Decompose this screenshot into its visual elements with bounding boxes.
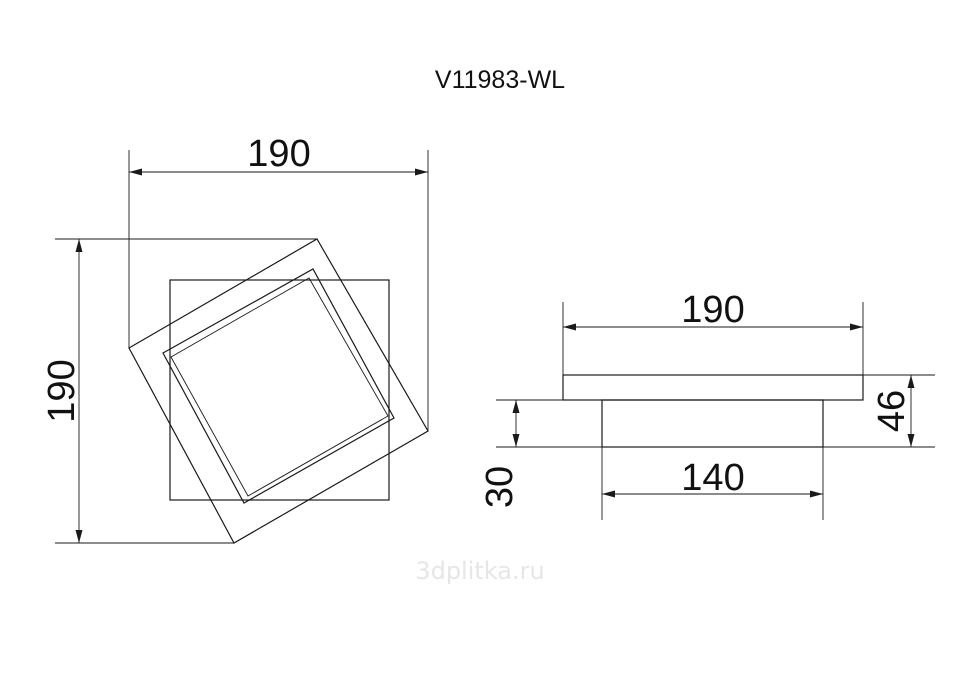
total-depth-label: 46 bbox=[871, 390, 913, 432]
product-code-title: V11983-WL bbox=[435, 66, 565, 94]
side-bottom-width-label: 140 bbox=[681, 457, 744, 499]
base-depth-label: 30 bbox=[479, 466, 521, 508]
side-top-width-label: 190 bbox=[681, 289, 744, 331]
mounting-plate bbox=[169, 279, 390, 501]
side-base-body bbox=[601, 399, 824, 448]
front-view: 190 190 bbox=[41, 133, 429, 544]
diffuser-panel bbox=[170, 277, 389, 497]
rotated-outer-frame bbox=[128, 238, 429, 544]
rotated-inner-frame bbox=[162, 268, 395, 504]
side-top-plate bbox=[562, 374, 864, 401]
watermark: 3dplitka.ru bbox=[415, 557, 544, 585]
side-view: 190 140 46 30 bbox=[479, 289, 935, 520]
height-dimension-label: 190 bbox=[41, 359, 83, 422]
width-dimension-label: 190 bbox=[247, 133, 310, 175]
